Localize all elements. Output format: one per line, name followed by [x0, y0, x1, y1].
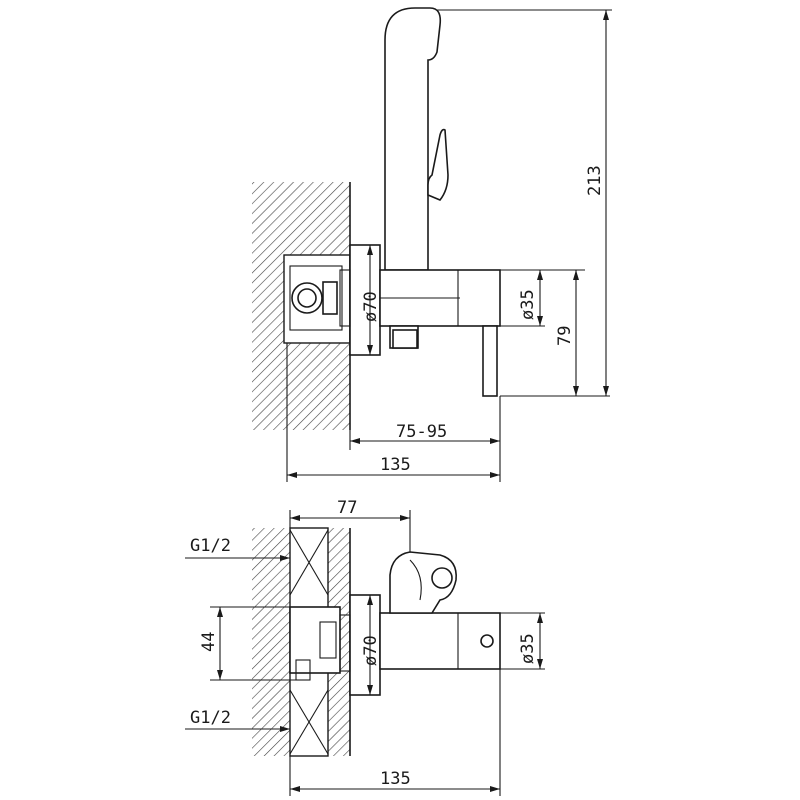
dim-inlet-spacing-44: 44: [199, 632, 219, 652]
wall-recess-top: [283, 254, 351, 344]
spout-side: [384, 7, 442, 271]
front-view: G1/2 G1/2 44 77 ø70 ø35: [185, 498, 545, 796]
dim-depth-135-front: 135: [380, 769, 411, 789]
dim-diameter-70-side: ø70: [361, 291, 381, 322]
dim-diameter-35-side: ø35: [518, 289, 538, 320]
dim-projection-75-95: 75-95: [396, 422, 447, 442]
dim-box-depth-77: 77: [337, 498, 357, 518]
dim-diameter-35-front: ø35: [518, 633, 538, 664]
side-view: ø70 ø35 79 213 75-95 135: [252, 7, 612, 482]
lever-side: [482, 325, 498, 397]
dim-height-213: 213: [585, 165, 605, 196]
dim-height-79: 79: [555, 326, 575, 346]
spout-handle: [427, 128, 449, 201]
dim-depth-135-side: 135: [380, 455, 411, 475]
label-inlet-g12-top: G1/2: [190, 536, 231, 556]
escutcheon-side: [349, 244, 381, 356]
dim-diameter-70-front: ø70: [361, 635, 381, 666]
concealed-body-side: [289, 265, 343, 331]
spout-top: [389, 551, 457, 614]
mixer-body-front: [379, 612, 501, 670]
label-inlet-g12-bottom: G1/2: [190, 708, 231, 728]
concealed-body-front: [289, 606, 341, 681]
